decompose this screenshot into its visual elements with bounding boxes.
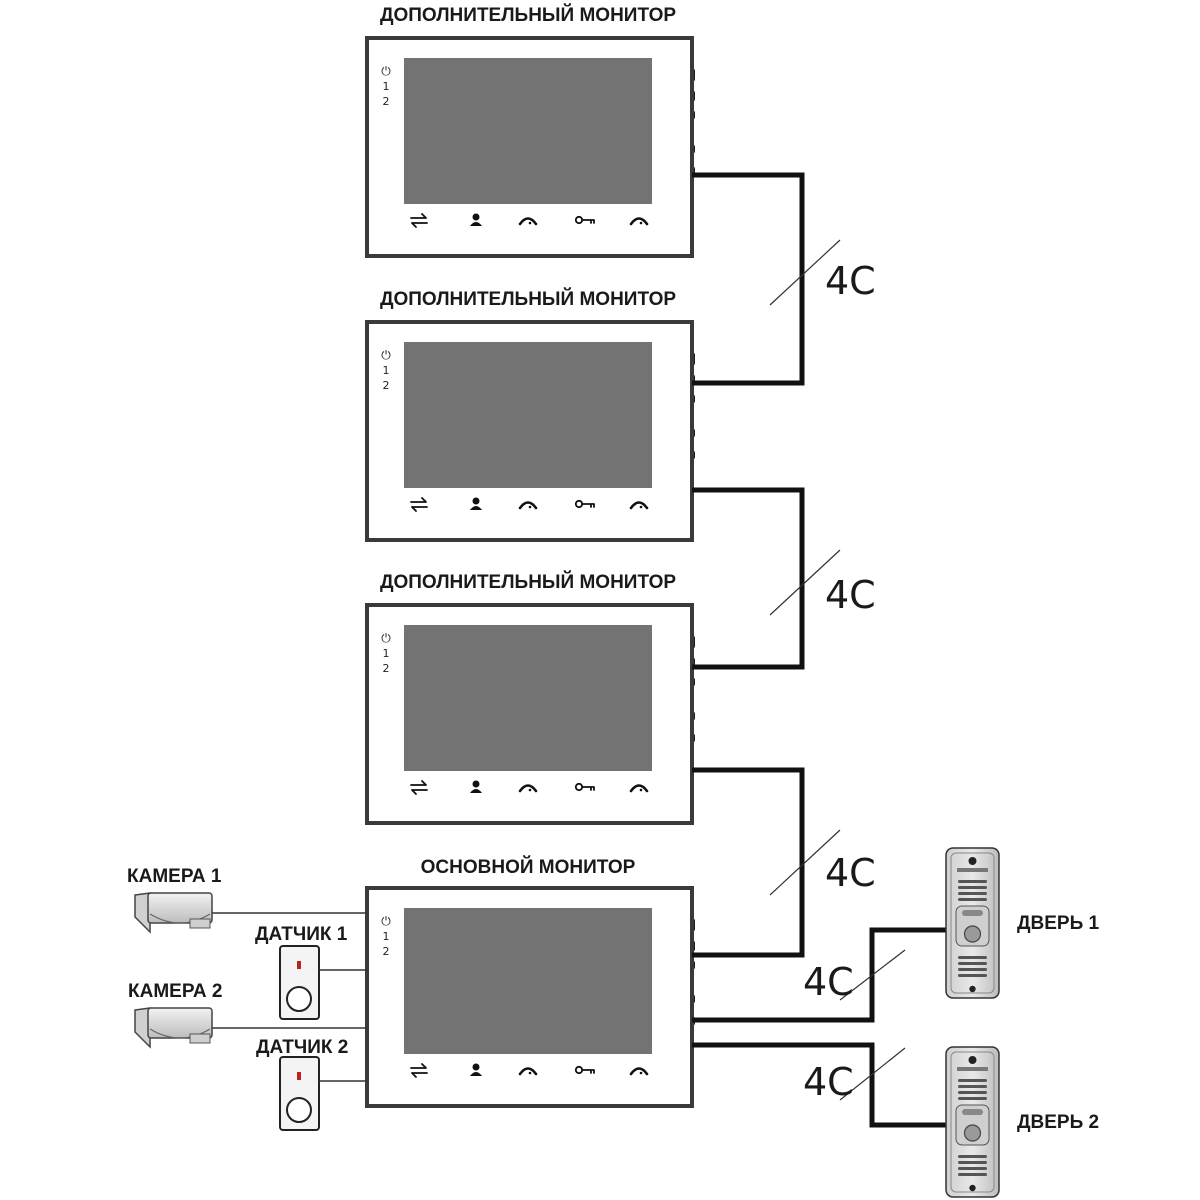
camera-lens [968, 1056, 977, 1064]
mic-slot [958, 1173, 987, 1176]
door-panel-2 [945, 1046, 1000, 1198]
sensor-1 [279, 945, 320, 1020]
user-icon [470, 213, 482, 226]
wire-label-door-1: 4C [803, 960, 854, 1004]
monitor-screen [404, 58, 652, 204]
speaker-slot [958, 880, 987, 883]
sensor-2 [279, 1056, 320, 1131]
mic-slot [958, 974, 987, 977]
mic-slot [958, 1161, 987, 1164]
call-button [963, 1124, 982, 1142]
wire-label-door-2: 4C [803, 1060, 854, 1104]
monitor-extra-1: ⏻ 1 2 [365, 36, 695, 258]
speaker-slot [958, 1097, 987, 1100]
channel-2-indicator: 2 [383, 945, 390, 958]
mount-screw [969, 1184, 976, 1192]
power-indicator: ⏻ [381, 64, 391, 78]
speaker-slot [958, 1085, 987, 1088]
power-indicator: ⏻ [381, 348, 391, 362]
channel-1-indicator: 1 [383, 80, 390, 93]
monitor-title-2: ДОПОЛНИТЕЛЬНЫЙ МОНИТОР [380, 288, 676, 310]
door-label-2: ДВЕРЬ 2 [1017, 1112, 1099, 1133]
wire-label-2: 4C [825, 573, 876, 617]
door-visor [957, 1067, 988, 1071]
speaker-slot [958, 898, 987, 901]
camera-lens [968, 857, 977, 865]
swap-icon [410, 213, 428, 228]
monitor-extra-3: ⏻ 1 2 [365, 603, 695, 825]
user-icon [470, 780, 482, 793]
user-icon [470, 497, 482, 510]
door-label-1: ДВЕРЬ 1 [1017, 913, 1100, 934]
handset-icon [629, 784, 649, 793]
channel-1-indicator: 1 [383, 647, 390, 660]
speaker-slot [958, 892, 987, 895]
wire-monitor-1-2 [692, 172, 805, 386]
monitor-main: ⏻ 1 2 [365, 886, 695, 1108]
speaker-slot [958, 1079, 987, 1082]
handset-icon [629, 217, 649, 226]
handset-icon [518, 1067, 538, 1076]
call-button [963, 925, 982, 943]
channel-2-indicator: 2 [383, 379, 390, 392]
speaker-slot [958, 1091, 987, 1094]
monitor-extra-2: ⏻ 1 2 [365, 320, 695, 542]
monitor-screen [404, 908, 652, 1054]
handset-icon [518, 501, 538, 510]
handset-icon [629, 501, 649, 510]
cable-marks [769, 239, 906, 1101]
mic-slot [958, 1167, 987, 1170]
monitor-screen [404, 342, 652, 488]
camera-2 [134, 1007, 213, 1049]
user-icon [470, 1063, 482, 1076]
key-icon [574, 1065, 595, 1075]
swap-icon [410, 1063, 428, 1078]
monitor-title-main: ОСНОВНОЙ МОНИТОР [421, 856, 636, 878]
swap-icon [410, 780, 428, 795]
mic-slot [958, 962, 987, 965]
sensor-label-2: ДАТЧИК 2 [256, 1037, 348, 1058]
wire-door-2 [692, 1042, 948, 1128]
channel-2-indicator: 2 [383, 662, 390, 675]
channel-2-indicator: 2 [383, 95, 390, 108]
power-indicator: ⏻ [381, 914, 391, 928]
camera-label-1: КАМЕРА 1 [127, 866, 222, 887]
channel-1-indicator: 1 [383, 364, 390, 377]
monitor-title-3: ДОПОЛНИТЕЛЬНЫЙ МОНИТОР [380, 571, 676, 593]
monitor-title-1: ДОПОЛНИТЕЛЬНЫЙ МОНИТОР [380, 4, 676, 26]
key-icon [574, 215, 595, 225]
door-inner [950, 852, 995, 994]
door-visor [957, 868, 988, 872]
power-indicator: ⏻ [381, 631, 391, 645]
wire-monitor-2-3 [692, 487, 805, 670]
mic-slot [958, 956, 987, 959]
name-plate [962, 910, 983, 916]
mount-screw [969, 985, 976, 993]
door-panel-1 [945, 847, 1000, 999]
door-inner [950, 1051, 995, 1193]
wire-label-1: 4C [825, 259, 876, 303]
handset-icon [518, 217, 538, 226]
mic-slot [958, 1155, 987, 1158]
key-icon [574, 782, 595, 792]
camera-label-2: КАМЕРА 2 [128, 981, 222, 1002]
monitor-screen [404, 625, 652, 771]
sensor-label-1: ДАТЧИК 1 [255, 924, 348, 945]
handset-icon [629, 1067, 649, 1076]
name-plate [962, 1109, 983, 1115]
wire-monitor-3-main [692, 767, 805, 958]
channel-1-indicator: 1 [383, 930, 390, 943]
speaker-slot [958, 886, 987, 889]
mic-slot [958, 968, 987, 971]
camera-1 [134, 892, 213, 934]
key-icon [574, 499, 595, 509]
swap-icon [410, 497, 428, 512]
handset-icon [518, 784, 538, 793]
wire-label-3: 4C [825, 851, 876, 895]
